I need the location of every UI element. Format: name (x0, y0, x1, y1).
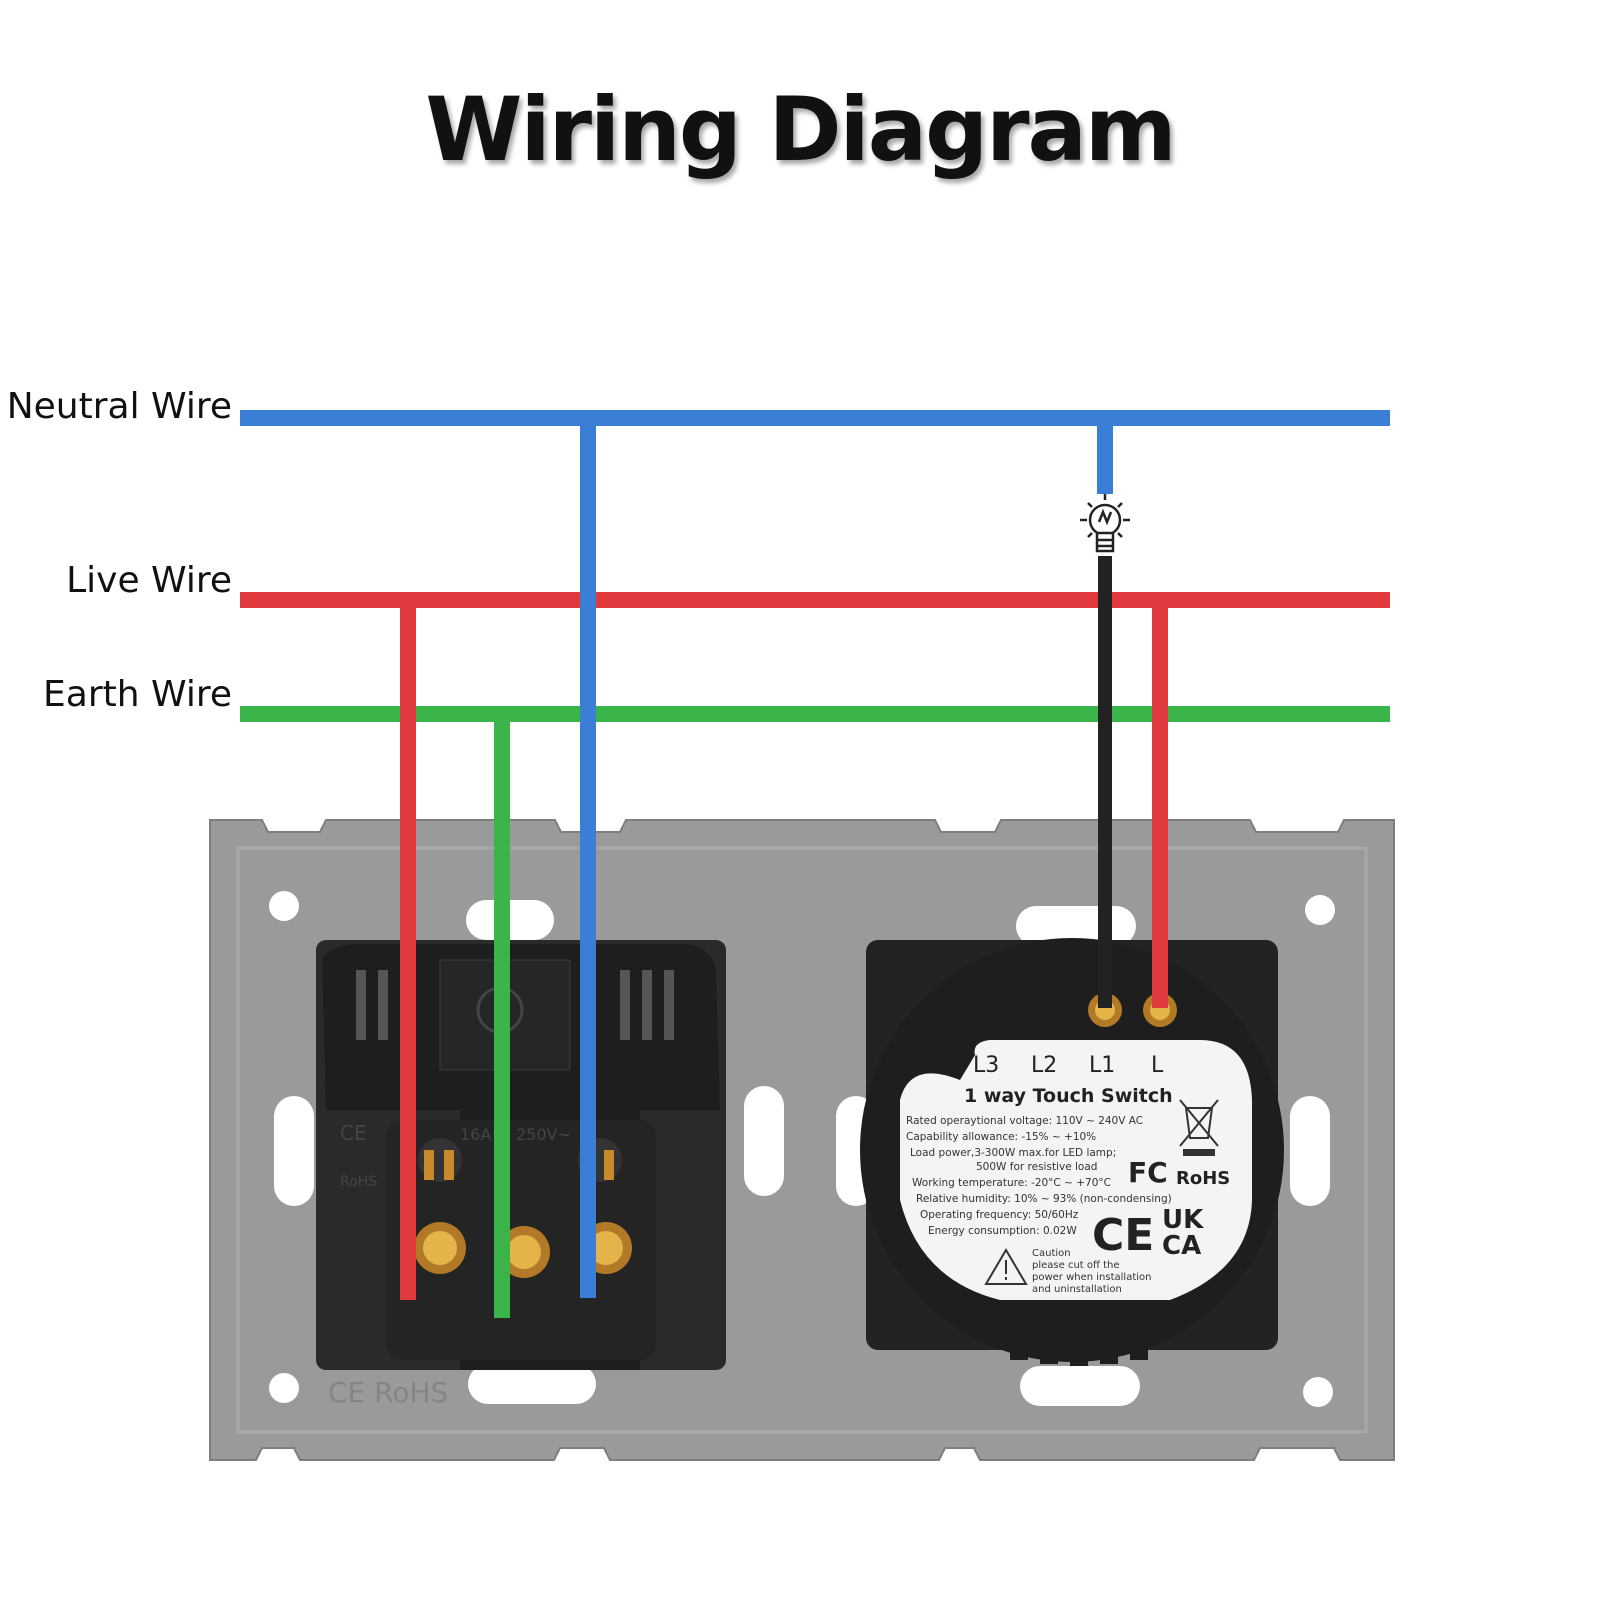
terminal-l2: L2 (1031, 1053, 1057, 1078)
neutral-wire-label: Neutral Wire (6, 386, 232, 427)
switch-notches (1010, 1340, 1148, 1366)
live-wire-label: Live Wire (66, 560, 232, 601)
spec-line-5: Working temperature: -20°C ~ +70°C (912, 1177, 1111, 1189)
spec-line-3: Load power,3-300W max.for LED lamp; (910, 1147, 1116, 1159)
socket-module: CE RoHS 16A 250V~ (316, 940, 726, 1370)
weee-bin-icon (1179, 1099, 1219, 1156)
fc-mark: FC (1128, 1156, 1168, 1189)
caution-line-2: please cut off the (1032, 1260, 1119, 1271)
socket-voltage-mark: 250V~ (516, 1125, 571, 1144)
switch-module: L3 L2 L1 L 1 way Touch Switch Rated oper… (860, 938, 1284, 1366)
terminal-l3: L3 (973, 1053, 999, 1078)
caution-line-4: and uninstallation (1032, 1284, 1122, 1295)
spec-line-1: Rated operaytional voltage: 110V ~ 240V … (906, 1115, 1143, 1127)
ukca-mark-bottom: CA (1162, 1231, 1201, 1261)
light-bulb-icon (1080, 494, 1130, 553)
terminal-l: L (1151, 1053, 1164, 1078)
caution-line-1: Caution (1032, 1248, 1071, 1259)
switch-title: 1 way Touch Switch (964, 1085, 1173, 1107)
rohs-mark: RoHS (1176, 1168, 1230, 1189)
earth-wire-label: Earth Wire (43, 674, 232, 715)
page-title: Wiring Diagram (425, 78, 1176, 181)
socket-ce-mark: CE (340, 1121, 367, 1145)
spec-line-8: Energy consumption: 0.02W (928, 1225, 1077, 1237)
ukca-mark-top: UK (1162, 1205, 1204, 1235)
socket-rohs-mark: RoHS (340, 1174, 377, 1190)
spec-line-7: Operating frequency: 50/60Hz (920, 1209, 1079, 1221)
spec-line-4: 500W for resistive load (976, 1161, 1097, 1173)
caution-icon (984, 1248, 1028, 1285)
frame-marks: CE RoHS (328, 1376, 448, 1409)
caution-line-3: power when installation (1032, 1272, 1152, 1283)
socket-current-mark: 16A (460, 1125, 491, 1144)
spec-line-2: Capability allowance: -15% ~ +10% (906, 1131, 1096, 1143)
terminal-l1: L1 (1089, 1053, 1115, 1078)
spec-line-6: Relative humidity: 10% ~ 93% (non-conden… (916, 1193, 1172, 1205)
ce-mark: CE (1092, 1210, 1154, 1261)
